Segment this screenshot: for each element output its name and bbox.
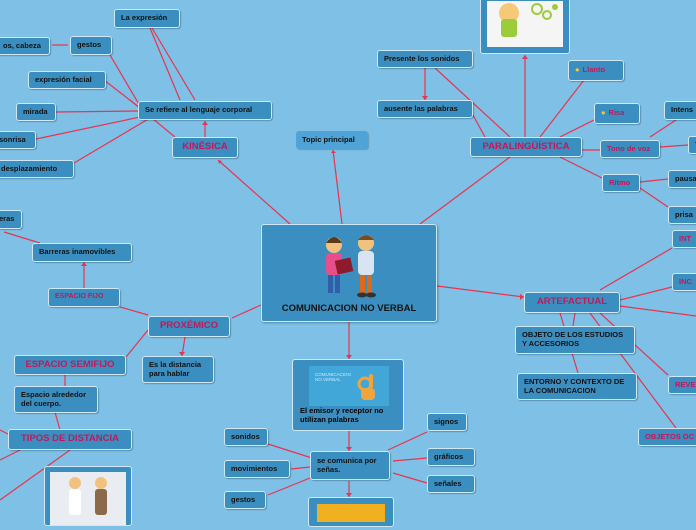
kinesica-item-sonrisa[interactable]: sonrisa xyxy=(0,131,36,149)
llanto-label: Llanto xyxy=(582,65,606,75)
kinesica-item-mirada[interactable]: mirada xyxy=(16,103,56,121)
intens-node[interactable]: Intens xyxy=(664,101,696,120)
reve-node[interactable]: REVE xyxy=(668,376,696,394)
tipos-distancia-node[interactable]: TIPOS DE DISTANCIA xyxy=(8,429,132,450)
kinesica-node[interactable]: KINÉSICA xyxy=(172,137,238,158)
proxemico-node[interactable]: PROXÉMICO xyxy=(148,316,230,337)
llanto-node[interactable]: ● Llanto xyxy=(568,60,624,81)
emisor-receptor-label: El emisor y receptor no utilizan palabra… xyxy=(300,406,384,424)
central-topic-title: COMUNICACION NO VERBAL xyxy=(281,303,417,314)
int-node[interactable]: INT xyxy=(672,230,696,248)
distancia-hablar-node[interactable]: Es la distancia para hablar xyxy=(142,356,214,383)
central-topic[interactable]: COMUNICACION NO VERBAL xyxy=(261,224,437,322)
comunica-senas-node[interactable]: se comunica por señas. xyxy=(310,451,390,480)
comunicacion-hand-image: COMUNICACION NO VERBAL xyxy=(309,366,389,406)
senales-node[interactable]: señales xyxy=(427,475,475,493)
barreras-node[interactable]: Barreras inamovibles xyxy=(32,243,132,262)
proxemico-image xyxy=(44,466,132,526)
topic-principal-node[interactable]: Topic principal xyxy=(296,131,368,149)
paralinguistica-image xyxy=(480,0,570,54)
artefactual-node[interactable]: ARTEFACTUAL xyxy=(524,292,620,313)
graficos-node[interactable]: gráficos xyxy=(427,448,475,466)
ok-hand-icon xyxy=(357,374,375,400)
kinesica-item-expresion-facial[interactable]: expresión facial xyxy=(28,71,106,89)
hand-signs-strip xyxy=(317,504,385,522)
kinesica-item-gestos[interactable]: gestos xyxy=(70,36,112,55)
signos-node[interactable]: signos xyxy=(427,413,467,431)
crying-face-icon: ● xyxy=(575,65,580,75)
kinesica-item-desplazamiento[interactable]: desplazamiento xyxy=(0,160,74,178)
ausente-palabras-node[interactable]: ausente las palabras xyxy=(377,100,473,118)
objetos-oc-node[interactable]: OBJETOS OC xyxy=(638,428,696,446)
tono-voz-node[interactable]: Tono de voz xyxy=(600,140,660,158)
presente-sonidos-node[interactable]: Presente los sonidos xyxy=(377,50,473,68)
ritmo-node[interactable]: Ritmo xyxy=(602,174,640,192)
kinesica-item-expresion[interactable]: La expresión xyxy=(114,9,180,28)
sonidos-node[interactable]: sonidos xyxy=(224,428,268,446)
paralinguistica-node[interactable]: PARALINGÜÍSTICA xyxy=(470,137,582,157)
objeto-estudios-node[interactable]: OBJETO DE LOS ESTUDIOS Y ACCESORIOS xyxy=(515,326,635,354)
movimientos-node[interactable]: movimientos xyxy=(224,460,290,478)
espacio-alrededor-node[interactable]: Espacio alrededor del cuerpo. xyxy=(14,386,98,413)
laughing-face-icon: ● xyxy=(601,108,606,118)
kinesica-refers-node[interactable]: Se refiere al lenguaje corporal xyxy=(138,101,272,120)
kinesica-item-cabeza[interactable]: os, cabeza xyxy=(0,37,50,55)
entorno-contexto-node[interactable]: ENTORNO Y CONTEXTO DE LA COMUNICACION xyxy=(517,373,637,400)
espacio-semifijo-node[interactable]: ESPACIO SEMIFIJO xyxy=(14,355,126,375)
image-caption-text: COMUNICACION NO VERBAL xyxy=(315,372,351,383)
pausa-node[interactable]: pausa xyxy=(668,170,696,188)
face-icons-illustration xyxy=(487,1,563,47)
people-talking-illustration xyxy=(326,235,376,298)
hand-signs-image xyxy=(308,497,394,527)
couple-illustration xyxy=(50,472,126,525)
eras-node[interactable]: eras xyxy=(0,210,22,229)
gestos-node[interactable]: gestos xyxy=(224,491,266,509)
espacio-fijo-node[interactable]: ESPACIO FIJO xyxy=(48,288,120,307)
prisa-node[interactable]: prisa xyxy=(668,206,696,224)
y-node[interactable]: Y xyxy=(688,136,696,154)
emisor-receptor-node[interactable]: COMUNICACION NO VERBAL El emisor y recep… xyxy=(292,359,404,431)
risa-node[interactable]: ● Risa xyxy=(594,103,640,124)
inc-node[interactable]: INC xyxy=(672,273,696,291)
risa-label: Risa xyxy=(608,108,625,118)
